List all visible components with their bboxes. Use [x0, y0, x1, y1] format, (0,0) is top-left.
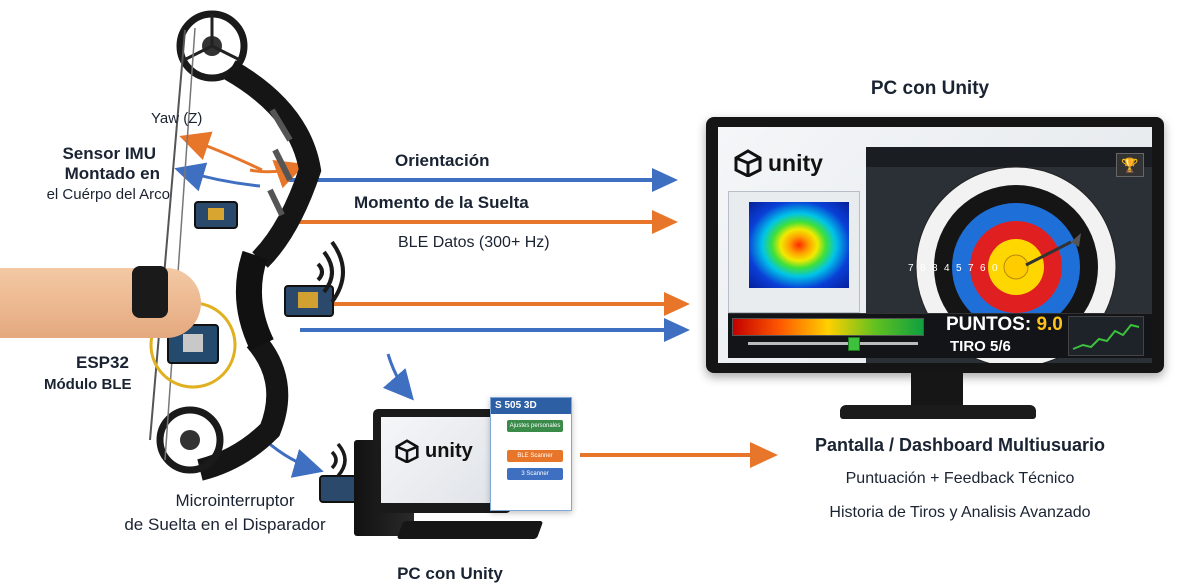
wrist-band: [132, 266, 168, 318]
upper-limb-cutouts: [267, 108, 293, 217]
orientation-label: Orientación: [395, 151, 490, 170]
panel-button-2[interactable]: BLE Scanner: [507, 450, 563, 462]
small-unity-logo: unity: [395, 439, 473, 463]
small-unity-logo-text: unity: [425, 439, 473, 462]
wireless-signal-icon: [316, 240, 345, 304]
target-number: 8: [920, 263, 926, 274]
ble-data-label: BLE Datos (300+ Hz): [398, 234, 550, 251]
target-ring-numbers: 7 8 8 4 5 7 6 0: [908, 263, 998, 274]
ble-orange-arrowhead: [664, 292, 690, 316]
small-pc-title: PC con Unity: [397, 564, 503, 583]
panel-button-3[interactable]: 3 Scanner: [507, 468, 563, 480]
release-slider-knob: [848, 337, 861, 351]
dashboard-line-3: Historia de Tiros y Analisis Avanzado: [829, 504, 1091, 521]
unity-logo-text: unity: [768, 149, 823, 176]
yaw-arrow-orange: [179, 131, 263, 172]
esp32-label-line-1: ESP32: [76, 353, 129, 372]
performance-gradient-bar: [732, 318, 924, 336]
compound-bow: [149, 10, 371, 503]
target-number: 4: [944, 263, 950, 274]
main-monitor: unity 7 8: [706, 117, 1164, 373]
target-number: 0: [992, 263, 998, 274]
bottom-cam: [156, 406, 224, 474]
monitor-stand-neck: [911, 373, 963, 409]
lower-limb: [197, 332, 289, 481]
esp32-label-line-2: Módulo BLE: [44, 376, 132, 393]
microswitch-label-line-1: Microinterruptor: [175, 491, 295, 510]
archer-hand: [0, 268, 201, 338]
score-label: PUNTOS:: [946, 314, 1032, 335]
score-value: 9.0: [1036, 314, 1063, 335]
panel-button-1[interactable]: Ajustes personales: [507, 420, 563, 432]
release-slider: [748, 337, 918, 351]
small-unity-screen: unity: [381, 417, 503, 503]
release-arrowhead: [652, 210, 678, 234]
small-unity-cube-icon: [395, 439, 419, 463]
monitor-stand-base: [840, 405, 1036, 419]
target-number: 5: [956, 263, 962, 274]
yaw-arrow-orange-2: [249, 160, 306, 189]
connection-panel-title: S 505 3D: [491, 398, 571, 414]
target-number: 7: [968, 263, 974, 274]
score-bar: PUNTOS: 9.0 TIRO 5/6: [728, 313, 1152, 358]
microswitch-arrow: [264, 438, 324, 478]
target-number: 8: [932, 263, 938, 274]
keyboard: [396, 521, 544, 539]
heatmap-panel: [728, 191, 860, 313]
dashboard-line-1: Pantalla / Dashboard Multiusuario: [814, 435, 1106, 455]
upper-limb: [224, 60, 322, 268]
trophy-icon: 🏆: [1116, 153, 1144, 177]
dashboard-line-2: Puntuación + Feedback Técnico: [845, 470, 1075, 487]
mini-trend-chart: [1068, 316, 1144, 356]
target-number: 6: [980, 263, 986, 274]
imu-arrow-blue: [174, 162, 261, 192]
unity-cube-icon: [734, 149, 762, 177]
imu-label-line-1: Sensor IMU: [62, 144, 156, 163]
connection-panel: S 505 3D Ajustes personales BLE Scanner …: [490, 397, 572, 511]
dashboard-arrowhead: [750, 442, 778, 468]
microswitch-label-line-2: de Suelta en el Disparador: [124, 515, 326, 534]
score-display: PUNTOS: 9.0: [946, 314, 1063, 336]
imu-label-line-2: Montado en: [64, 164, 160, 183]
main-pc-title: PC con Unity: [870, 78, 990, 99]
ble-blue-arrowhead: [664, 318, 690, 342]
arrow-in-target: [1025, 240, 1072, 267]
target-number: 7: [908, 263, 914, 274]
yaw-label: Yaw (Z): [151, 110, 203, 127]
orientation-arrowhead: [652, 168, 678, 192]
impact-heatmap: [749, 202, 849, 288]
unity-logo: unity: [734, 149, 823, 177]
shot-counter: TIRO 5/6: [950, 338, 1011, 355]
wireless-signal-icon-2: [330, 442, 347, 478]
unity-screen: unity 7 8: [718, 127, 1152, 363]
release-moment-label: Momento de la Suelta: [354, 193, 529, 212]
bow-string: [149, 29, 186, 441]
imu-label-line-3: el Cuérpo del Arco: [46, 186, 170, 203]
small-monitor: unity: [373, 409, 511, 513]
riser-grip: [235, 250, 274, 351]
to-small-pc-arrow: [382, 353, 414, 401]
